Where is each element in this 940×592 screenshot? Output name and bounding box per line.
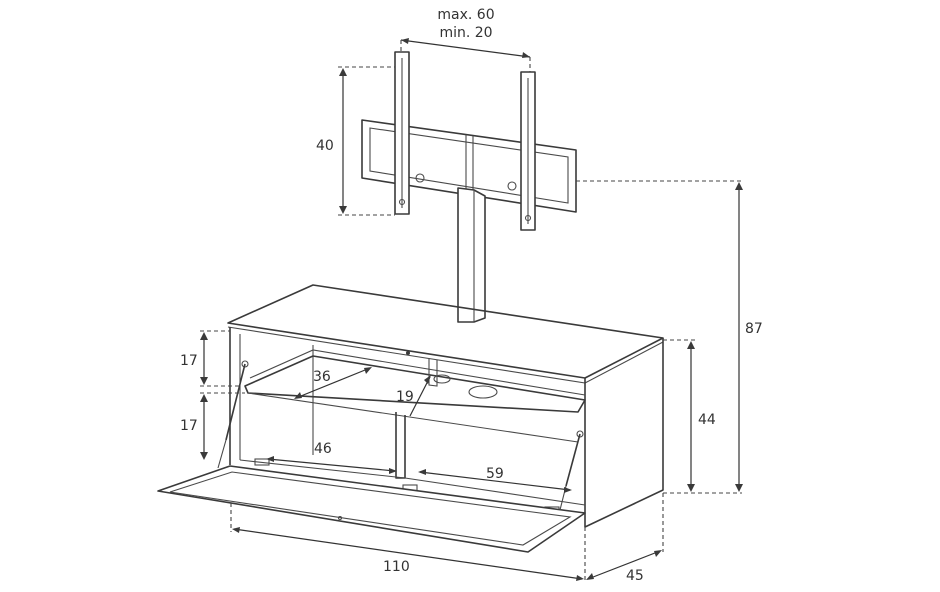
arrowhead [200,394,208,402]
arrowhead [232,527,240,533]
arrowhead [401,38,409,44]
bracket-knob-left [415,173,425,183]
cable-hole [468,385,498,399]
dim-floor-right-line [419,471,571,491]
piston-left-rod [217,439,227,469]
cabinet-top-edge [227,326,586,384]
dim-19-line [409,376,431,417]
arrowhead [576,575,584,581]
arrowhead [266,456,274,462]
label-cabinet-width: 110 [383,559,410,575]
dim-bracket-width-line [400,39,531,58]
label-bracket-min: min. 20 [439,25,492,41]
arrowhead [418,469,426,475]
label-lower-shelf-height: 17 [180,418,198,434]
cabinet-side-panel [584,338,664,528]
dimension-labels: max. 60 min. 20 40 87 44 17 17 36 19 46 … [180,7,763,584]
drop-flap [157,363,586,553]
bracket-knob-right [507,181,517,191]
arrowhead [735,182,743,190]
arrowhead [364,367,372,374]
shelf-lower-front [247,392,579,443]
label-cabinet-depth: 45 [626,568,644,584]
cabinet [227,284,664,528]
bracket-frame-outer [361,119,577,213]
arrowhead [564,487,572,493]
upper-divider [428,358,438,387]
label-floor-left: 46 [314,441,332,457]
arrowhead [735,484,743,492]
arrowhead [687,484,695,492]
rail-left-hole [398,198,406,206]
arrowhead [294,392,302,399]
cabinet-floor [239,459,586,506]
cabinet-top-side-edge [584,341,664,384]
bracket-frame-inner [369,127,569,204]
arrowhead [339,206,347,214]
label-bracket-max: max. 60 [437,7,494,23]
arrowhead [200,332,208,340]
dimensions-layer [200,38,743,582]
dim-width-line [233,528,583,580]
label-bracket-height: 40 [316,138,334,154]
label-total-height: 87 [745,321,763,337]
cable-hole-upper [433,374,451,384]
shelf-screw [406,351,410,355]
arrowhead [522,52,530,58]
arrowhead [339,68,347,76]
arrowhead [200,377,208,385]
column-body [457,187,486,323]
label-shelf-depth: 36 [313,369,331,385]
arrowhead [389,468,397,474]
piston-left [225,363,246,441]
mount-column [457,187,486,323]
arrowhead [200,452,208,460]
arrowhead [654,550,662,557]
interior-upper-shelf-back [249,349,586,396]
label-divider: 19 [396,389,414,405]
hinge-left [254,458,270,466]
rail-right-hole [524,214,532,222]
piston-right [565,433,581,487]
label-cabinet-height: 44 [698,412,716,428]
flap-handle [337,515,343,521]
dim-shelf-depth-line [295,367,371,399]
flap-outer [157,465,586,553]
dim-floor-left-line [267,458,396,472]
flap-inner [169,471,572,546]
arrowhead [687,341,695,349]
dim-depth-line [587,550,661,580]
arrowhead [424,375,431,384]
label-upper-shelf-height: 17 [180,353,198,369]
shelf-upper [244,355,586,413]
cabinet-divider [395,412,406,479]
label-floor-right: 59 [486,466,504,482]
tv-mount-bracket [361,51,577,231]
arrowhead [586,573,594,580]
